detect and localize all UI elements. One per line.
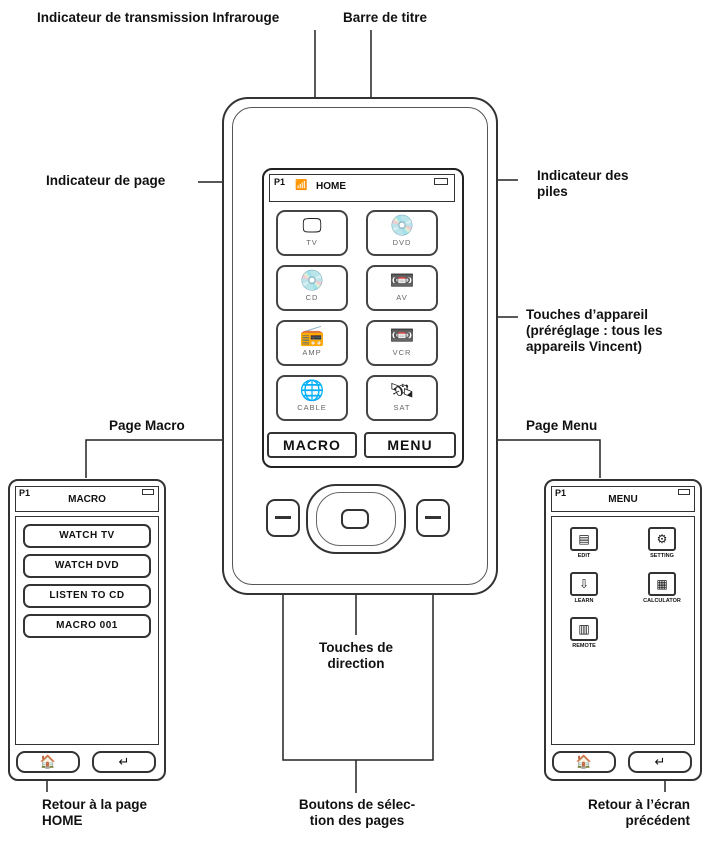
device-key-cd[interactable]: 💿 CD: [276, 265, 348, 311]
device-key-dvd[interactable]: 💿 DVD: [366, 210, 438, 256]
remote-inner-frame: [232, 107, 488, 585]
ir-transmission-icon: 📶: [295, 180, 308, 191]
device-key-sat[interactable]: 🛰 SAT: [366, 375, 438, 421]
device-key-amp[interactable]: 📻 AMP: [276, 320, 348, 366]
label-title-bar: Barre de titre: [343, 10, 428, 25]
menu-item-remote[interactable]: ▥ REMOTE: [564, 617, 604, 649]
home-icon: 🏠: [575, 754, 593, 769]
edit-icon: ▤: [570, 527, 598, 551]
home-button[interactable]: 🏠: [552, 751, 616, 773]
menu-item-setting[interactable]: ⚙ SETTING: [642, 527, 682, 559]
device-key-vcr[interactable]: 📼 VCR: [366, 320, 438, 366]
macro-title-bar: P1 MACRO: [15, 486, 159, 512]
device-key-tv[interactable]: 🖵 TV: [276, 210, 348, 256]
label-macro-page: Page Macro: [109, 418, 185, 433]
label-menu-page: Page Menu: [526, 418, 598, 433]
learn-icon: ⇩: [570, 572, 598, 596]
back-button[interactable]: ↵: [628, 751, 692, 773]
macro-item-macro-001[interactable]: MACRO 001: [23, 614, 151, 638]
remote-icon: ▥: [570, 617, 598, 641]
menu-page-panel: P1 MENU ▤ EDIT ⚙ SETTING ⇩ LEARN ▦ CALCU…: [544, 479, 702, 781]
back-icon: ↵: [118, 754, 130, 769]
page-indicator: P1: [274, 177, 286, 187]
direction-pad-ring: [316, 492, 396, 546]
title-bar: P1 📶 HOME: [269, 174, 455, 202]
label-back-previous: Retour à l’écran précédent: [587, 797, 690, 828]
label-battery-indicator: Indicateur des piles: [537, 168, 629, 199]
macro-title: MACRO: [68, 494, 106, 505]
device-key-cable[interactable]: 🌐 CABLE: [276, 375, 348, 421]
amp-icon: 📻: [299, 325, 325, 347]
label-direction-keys: Touches de direction: [318, 640, 393, 671]
back-button[interactable]: ↵: [92, 751, 156, 773]
home-button[interactable]: 🏠: [16, 751, 80, 773]
menu-grid-area: ▤ EDIT ⚙ SETTING ⇩ LEARN ▦ CALCULATOR ▥ …: [551, 516, 695, 745]
sat-icon: 🛰: [389, 380, 415, 402]
menu-page-indicator: P1: [555, 488, 567, 498]
touch-screen: P1 📶 HOME 🖵 TV 💿 DVD 💿 CD 📼 AV 📻 AMP 📼 V…: [262, 168, 464, 468]
dvd-icon: 💿: [389, 215, 415, 237]
label-ir-indicator: Indicateur de transmission Infrarouge: [37, 10, 280, 25]
home-icon: 🏠: [39, 754, 57, 769]
menu-title-bar: P1 MENU: [551, 486, 695, 512]
menu-item-calculator[interactable]: ▦ CALCULATOR: [642, 572, 682, 604]
macro-item-listen-cd[interactable]: LISTEN TO CD: [23, 584, 151, 608]
battery-icon: [142, 489, 154, 495]
macro-page-panel: P1 MACRO WATCH TV WATCH DVD LISTEN TO CD…: [8, 479, 166, 781]
calculator-icon: ▦: [648, 572, 676, 596]
macro-item-watch-tv[interactable]: WATCH TV: [23, 524, 151, 548]
macro-button[interactable]: MACRO: [267, 432, 357, 458]
menu-button[interactable]: MENU: [364, 432, 456, 458]
macro-item-watch-dvd[interactable]: WATCH DVD: [23, 554, 151, 578]
label-page-indicator: Indicateur de page: [46, 173, 166, 188]
label-device-keys: Touches d’appareil (préréglage : tous le…: [526, 307, 663, 354]
ok-button[interactable]: [341, 509, 369, 529]
setting-icon: ⚙: [648, 527, 676, 551]
page-select-left-button[interactable]: [266, 499, 300, 537]
menu-item-learn[interactable]: ⇩ LEARN: [564, 572, 604, 604]
battery-icon: [678, 489, 690, 495]
cable-icon: 🌐: [299, 380, 325, 402]
menu-item-edit[interactable]: ▤ EDIT: [564, 527, 604, 559]
macro-page-indicator: P1: [19, 488, 31, 498]
page-select-right-button[interactable]: [416, 499, 450, 537]
vcr-icon: 📼: [389, 325, 415, 347]
cd-icon: 💿: [299, 270, 325, 292]
battery-icon: [434, 178, 448, 185]
screen-title: HOME: [316, 181, 346, 192]
device-key-av[interactable]: 📼 AV: [366, 265, 438, 311]
av-icon: 📼: [389, 270, 415, 292]
label-page-select-buttons: Boutons de sélec- tion des pages: [298, 797, 416, 828]
tv-icon: 🖵: [302, 215, 322, 237]
back-icon: ↵: [654, 754, 666, 769]
macro-list-area: WATCH TV WATCH DVD LISTEN TO CD MACRO 00…: [15, 516, 159, 745]
direction-pad[interactable]: [306, 484, 406, 554]
label-back-home: Retour à la page HOME: [42, 797, 148, 828]
menu-title: MENU: [608, 494, 638, 505]
